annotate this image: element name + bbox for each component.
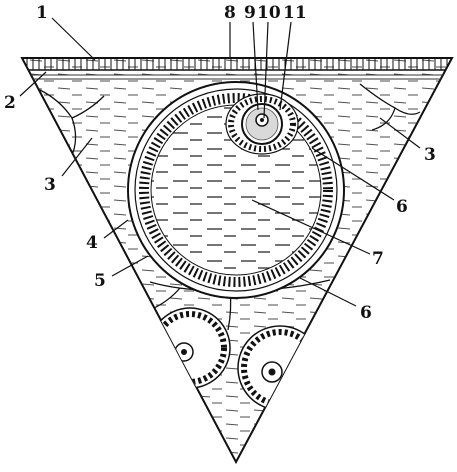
- callout-6-upper: 6: [396, 197, 408, 217]
- germinal-spot: [260, 118, 264, 122]
- callout-8: 8: [224, 3, 236, 23]
- callout-3-left: 3: [44, 175, 56, 195]
- callout-10: 10: [257, 3, 281, 23]
- graafian-follicle: [128, 82, 344, 298]
- small-follicle-right: [238, 326, 322, 410]
- callout-7: 7: [372, 249, 384, 269]
- callout-9: 9: [244, 3, 256, 23]
- germinal-epithelium: [0, 58, 457, 70]
- callout-4: 4: [86, 233, 98, 253]
- callout-11: 11: [283, 3, 307, 23]
- callout-6-lower: 6: [360, 303, 372, 323]
- callout-2: 2: [4, 93, 16, 113]
- callout-1: 1: [36, 3, 48, 23]
- callout-5: 5: [94, 271, 106, 291]
- callout-3-right: 3: [424, 145, 436, 165]
